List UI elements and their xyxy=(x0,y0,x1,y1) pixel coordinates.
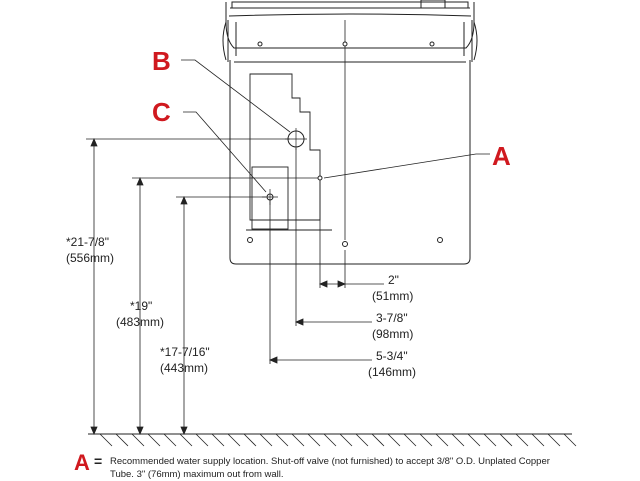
mount-hole xyxy=(257,41,263,47)
callout-b: B xyxy=(152,46,171,76)
dim-378-metric: (98mm) xyxy=(372,327,413,341)
dim-2in-primary: 2" xyxy=(388,273,399,287)
leader-a xyxy=(323,153,490,179)
dim-overall-primary: *21-7/8" xyxy=(66,235,109,249)
dim-19-metric: (483mm) xyxy=(116,315,164,329)
legend-key: A xyxy=(74,450,90,475)
dim-line-2in xyxy=(319,180,384,288)
dim-line-19 xyxy=(132,177,318,434)
dim-17-primary: *17-7/16" xyxy=(160,345,210,359)
dim-534-metric: (146mm) xyxy=(368,365,416,379)
legend-equals: = xyxy=(94,453,103,469)
floor-line xyxy=(88,433,577,447)
fountain-top-housing xyxy=(222,0,478,62)
inner-outline xyxy=(249,73,321,221)
dim-534-primary: 5-3/4" xyxy=(376,349,408,363)
mount-hole xyxy=(317,175,323,181)
dim-line-17 xyxy=(176,196,266,434)
mount-hole xyxy=(342,241,348,247)
callout-a: A xyxy=(492,141,511,171)
dim-2in-metric: (51mm) xyxy=(372,289,413,303)
dim-line-378 xyxy=(295,148,372,326)
dim-378-primary: 3-7/8" xyxy=(376,311,408,325)
callout-c: C xyxy=(152,97,171,127)
dim-overall-metric: (556mm) xyxy=(66,251,114,265)
mount-hole xyxy=(429,41,435,47)
mounting-plate xyxy=(229,60,471,265)
mount-hole xyxy=(247,237,253,243)
dim-19-primary: *19" xyxy=(130,299,152,313)
mount-hole xyxy=(342,41,348,47)
dim-17-metric: (443mm) xyxy=(160,361,208,375)
leader-c xyxy=(183,111,267,193)
mount-hole xyxy=(437,237,443,243)
dim-line-overall xyxy=(86,138,290,434)
legend-text: Recommended water supply location. Shut-… xyxy=(110,456,550,480)
dim-line-534 xyxy=(269,200,372,364)
leader-b xyxy=(181,59,291,133)
